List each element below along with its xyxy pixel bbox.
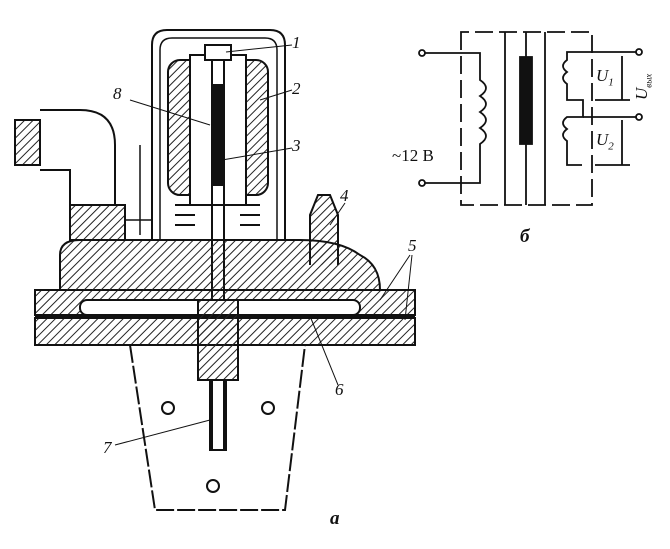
bracket bbox=[129, 344, 306, 511]
callout-2: 2 bbox=[292, 79, 301, 98]
callout-4: 4 bbox=[340, 186, 349, 205]
cap-housing bbox=[151, 29, 286, 240]
u2-symbol: U bbox=[596, 130, 609, 149]
callout-6: 6 bbox=[335, 380, 344, 399]
figure-b-label: б bbox=[520, 226, 530, 247]
uout-subscript: вых bbox=[643, 73, 654, 88]
uout-label: Uвых bbox=[632, 74, 653, 100]
transformer-schematic bbox=[418, 31, 643, 206]
callout-5: 5 bbox=[408, 236, 417, 255]
callout-1: 1 bbox=[292, 33, 301, 52]
callout-3: 3 bbox=[292, 136, 301, 155]
figure-a-label: а bbox=[330, 508, 340, 529]
u2-subscript: 2 bbox=[608, 140, 614, 153]
u1-subscript: 1 bbox=[608, 76, 614, 89]
callout-8: 8 bbox=[113, 84, 122, 103]
uout-symbol: U bbox=[632, 87, 651, 100]
u2-label: U2 bbox=[596, 130, 614, 152]
u1-symbol: U bbox=[596, 66, 609, 85]
callout-7: 7 bbox=[103, 438, 112, 457]
connector bbox=[14, 119, 41, 166]
core bbox=[213, 84, 223, 186]
input-voltage-label: ~12 В bbox=[392, 146, 434, 165]
u1-label: U1 bbox=[596, 66, 614, 88]
